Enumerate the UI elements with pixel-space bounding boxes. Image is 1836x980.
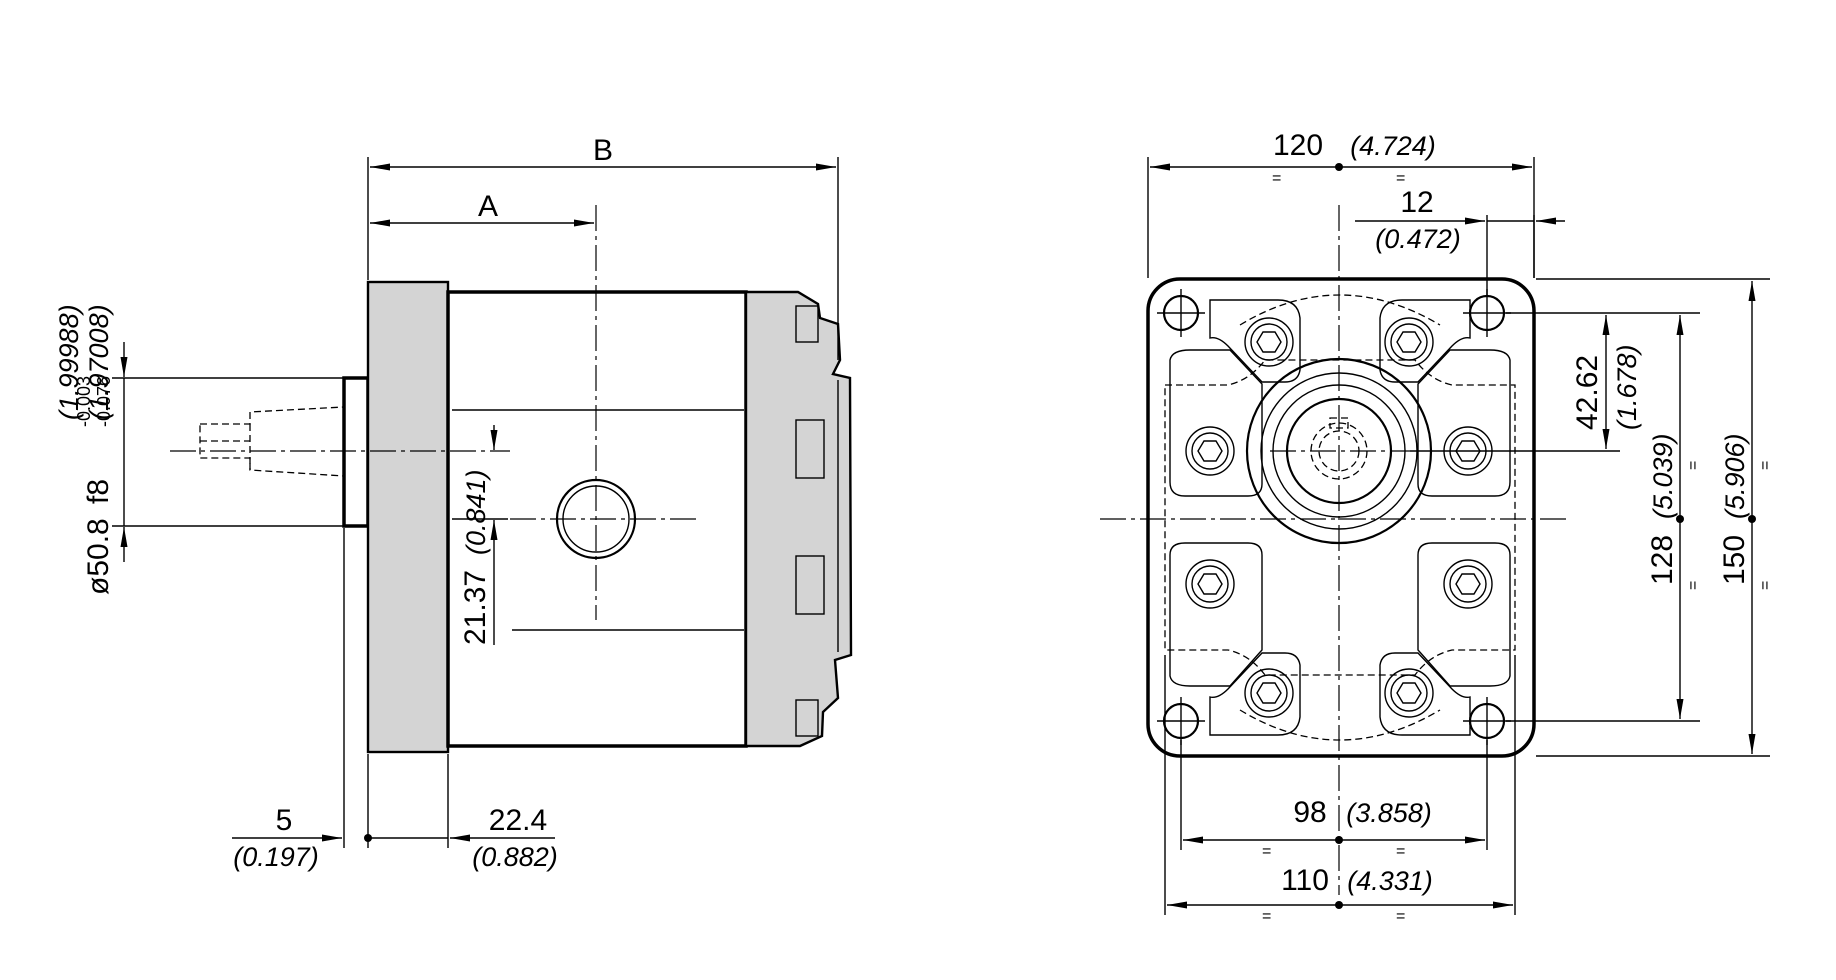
hole-offset-12: 12 [1400, 186, 1433, 219]
pilot-length: 5 [276, 804, 293, 837]
sym-mark-2: = [1396, 170, 1405, 187]
shaft-offset-42-62-inch: (1.678) [1612, 344, 1642, 430]
sym-mark-6: = [1757, 581, 1774, 590]
hole-pitch-128: 128 [1646, 535, 1679, 585]
tol-upper: -0.003 [74, 376, 94, 427]
flange-face [1169, 299, 1511, 736]
hole-pitch-98-inch: (3.858) [1346, 798, 1432, 828]
sym-mark-8: = [1396, 843, 1405, 860]
body-width-110: 110 [1281, 864, 1329, 897]
shaft-diameter: ø50.8 [82, 518, 115, 595]
inch-lower: (1.97008) [84, 304, 114, 420]
tol-lower: -0.076 [94, 376, 114, 427]
sym-mark-5: = [1757, 461, 1774, 470]
flange-thickness: 22.4 [489, 804, 547, 837]
sym-mark-7: = [1262, 843, 1271, 860]
dim-B: B [593, 134, 613, 167]
front-flange-outline [1146, 277, 1536, 758]
height-150-inch: (5.906) [1720, 433, 1750, 519]
dim-A: A [478, 190, 498, 223]
rear-cover [744, 290, 853, 748]
width-120: 120 [1273, 129, 1323, 162]
sym-mark-9: = [1262, 908, 1271, 925]
pilot-length-inch: (0.197) [233, 842, 319, 872]
hole-pitch-128-inch: (5.039) [1648, 433, 1678, 519]
pilot-flange [342, 376, 370, 528]
shaft-hidden [199, 406, 345, 477]
front-view: 120 (4.724) = = 12 (0.472) 42.62 (1.678)… [1100, 129, 1774, 925]
svg-text:ø50.8 f8: ø50.8 f8 [82, 479, 115, 595]
height-150: 150 [1718, 535, 1751, 585]
port-offset-inch: (0.841) [461, 469, 491, 555]
sym-mark-10: = [1396, 908, 1405, 925]
sym-mark-4: = [1685, 581, 1702, 590]
flange-thickness-inch: (0.882) [472, 842, 558, 872]
mounting-holes [1157, 289, 1511, 745]
shaft-offset-42-62: 42.62 [1571, 355, 1604, 430]
width-120-inch: (4.724) [1350, 131, 1436, 161]
body-width-110-inch: (4.331) [1347, 866, 1433, 896]
hole-offset-12-inch: (0.472) [1375, 224, 1461, 254]
inch-upper: (1.99988) [54, 304, 84, 420]
port-offset: 21.37 [459, 570, 492, 645]
sym-mark-3: = [1685, 461, 1702, 470]
side-view: B A ø50.8 f8 -0.003 -0.076 (1.99988) (1.… [54, 134, 853, 872]
sym-mark-1: = [1272, 170, 1281, 187]
hole-pitch-98: 98 [1293, 796, 1326, 829]
front-flange [366, 280, 450, 754]
shaft-fit: f8 [82, 479, 115, 504]
